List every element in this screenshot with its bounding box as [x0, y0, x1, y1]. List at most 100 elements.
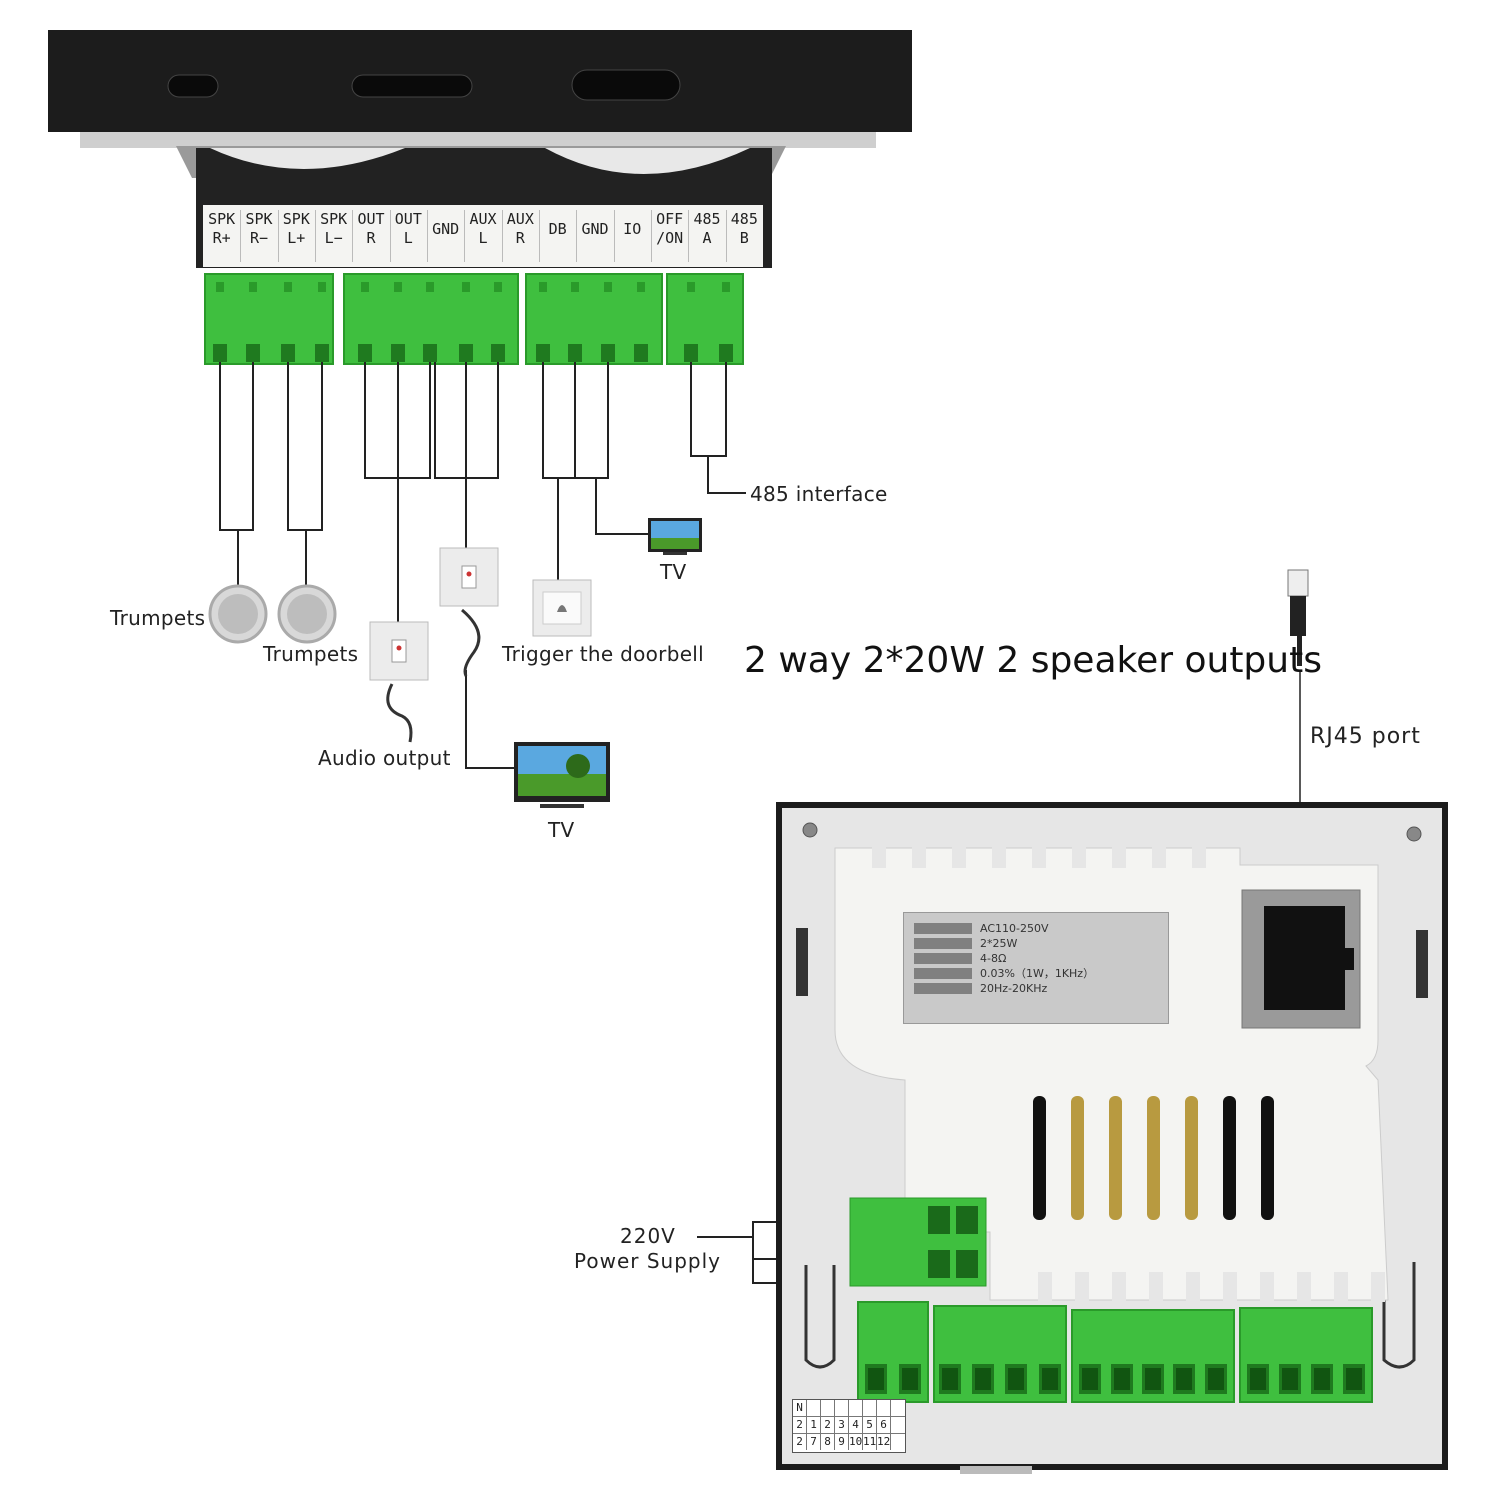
rear-terminal-socket-14 [1314, 1368, 1330, 1390]
housing-bottom-notch-10 [1371, 1272, 1385, 1302]
terminal-screw-9 [494, 282, 502, 292]
terminal-label-13: OFF/ON [651, 210, 690, 262]
terminal-label-top: SPK [320, 210, 348, 228]
terminal-label-bottom: R [515, 229, 525, 247]
aux-socket-icon [439, 547, 499, 677]
wire-aux-tv [465, 670, 514, 769]
sticker-key-block [914, 968, 972, 979]
terminal-pin-13 [634, 344, 648, 362]
housing-bottom-notch-3 [1112, 1272, 1126, 1302]
label-power-voltage: 220V [620, 1224, 676, 1248]
terminal-label-top: 485 [693, 210, 721, 228]
legend-cell: 4 [849, 1417, 863, 1433]
terminal-label-bottom: /ON [656, 229, 684, 247]
wire-spk-l [287, 362, 323, 531]
rear-terminal-socket-11 [1208, 1368, 1224, 1390]
power-screw-1 [928, 1206, 950, 1234]
housing-bottom-notch-4 [1149, 1272, 1163, 1302]
rear-terminal-socket-13 [1282, 1368, 1298, 1390]
terminal-label-bottom: R− [249, 229, 269, 247]
terminal-pin-8 [459, 344, 473, 362]
housing-bottom-notch-9 [1334, 1272, 1348, 1302]
terminal-label-bottom: L [403, 229, 413, 247]
legend-cell: 2 [793, 1417, 807, 1433]
terminal-label-top: 485 [730, 210, 758, 228]
doorbell-icon [532, 579, 592, 637]
rear-terminal-socket-8 [1114, 1368, 1130, 1390]
legend-cell: 1 [807, 1417, 821, 1433]
terminal-label-top: AUX [469, 210, 497, 228]
legend-cell: 10 [849, 1434, 863, 1450]
wire-io-tv [595, 478, 648, 535]
legend-cell: 9 [835, 1434, 849, 1450]
power-screw-2 [928, 1250, 950, 1278]
terminal-screw-6 [394, 282, 402, 292]
terminal-screw-15 [722, 282, 730, 292]
terminal-label-12: IO [614, 210, 652, 262]
terminal-label-bottom: R [366, 229, 376, 247]
rear-terminal-socket-7 [1082, 1368, 1098, 1390]
housing-notch-2 [912, 846, 926, 868]
tv-icon-1 [648, 518, 702, 555]
terminal-screw-5 [361, 282, 369, 292]
label-tv-1: TV [660, 560, 687, 584]
legend-cell [877, 1400, 891, 1416]
top-device [48, 30, 912, 365]
wiring-lines [219, 362, 1301, 1284]
panel-slot-1 [167, 74, 219, 98]
housing-notch-3 [952, 846, 966, 868]
terminal-screw-1 [216, 282, 224, 292]
legend-cell: 6 [877, 1417, 891, 1433]
sticker-key-block [914, 983, 972, 994]
terminal-label-strip [203, 205, 763, 267]
sticker-value: AC110-250V [980, 922, 1049, 935]
housing-bottom-notch-7 [1260, 1272, 1274, 1302]
rear-device [776, 802, 1448, 1474]
terminal-pin-6 [391, 344, 405, 362]
housing-notch-4 [992, 846, 1006, 868]
housing-bottom-notch-8 [1297, 1272, 1311, 1302]
panel-slot-2 [351, 74, 473, 98]
clip-right [1382, 1262, 1416, 1369]
terminal-pin-5 [358, 344, 372, 362]
rear-terminal-socket-5 [1008, 1368, 1024, 1390]
sticker-key-block [914, 938, 972, 949]
legend-cell: 3 [835, 1417, 849, 1433]
housing-notch-7 [1112, 846, 1126, 868]
terminal-label-top: SPK [208, 210, 236, 228]
terminal-pin-2 [246, 344, 260, 362]
terminal-pin-1 [213, 344, 227, 362]
terminal-screw-2 [249, 282, 257, 292]
legend-cell: 12 [877, 1434, 891, 1450]
sticker-value: 20Hz-20KHz [980, 982, 1048, 995]
power-screw-3 [956, 1206, 978, 1234]
terminal-label-top: IO [623, 220, 642, 238]
terminal-screw-4 [318, 282, 326, 292]
housing-vent-3 [1109, 1096, 1122, 1220]
terminal-label-top: SPK [282, 210, 310, 228]
tv-icon-2 [514, 742, 610, 808]
audio-socket-icon [369, 621, 429, 743]
wire-485-label [707, 456, 746, 494]
label-trumpets-1: Trumpets [110, 606, 206, 630]
rj45-socket [1264, 906, 1354, 1010]
terminal-pin-11 [568, 344, 582, 362]
sticker-row: 4-8Ω [914, 951, 1158, 966]
housing-notch-9 [1192, 846, 1206, 868]
clip-left [804, 1265, 836, 1369]
terminal-pin-7 [423, 344, 437, 362]
housing-vent-4 [1147, 1096, 1160, 1220]
terminal-label-bottom: L− [324, 229, 343, 247]
sticker-row: 0.03%（1W，1KHz） [914, 966, 1158, 981]
terminal-screw-14 [687, 282, 695, 292]
terminal-pin-12 [601, 344, 615, 362]
sticker-key-block [914, 953, 972, 964]
terminal-pins [213, 282, 733, 362]
